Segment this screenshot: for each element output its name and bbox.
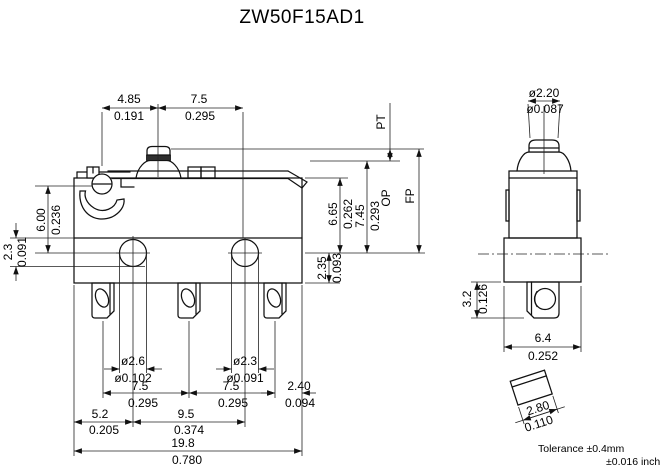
dim-overall-width-inch: 0.780: [172, 453, 202, 467]
dim-terminal-length: 3.2 0.126: [460, 281, 524, 319]
dim-pivot-to-plunger-inch: 0.191: [114, 109, 144, 123]
dim-right: 6.65 0.262 7.45 0.293 OP 2.35 0.093 PT F…: [171, 103, 425, 284]
leaf-spring-curl: [79, 190, 125, 220]
dim-top: 4.85 0.191 7.5 0.295: [101, 92, 244, 238]
tolerance-note: Tolerance ±0.4mm ±0.016 inch: [538, 443, 660, 468]
lever-clamp-2: [200, 166, 216, 179]
dim-body-depth-mm: 6.4: [535, 331, 552, 345]
lever-clamp-1: [187, 166, 202, 179]
side-latch-left: [505, 189, 510, 222]
terminal-2-hole: [180, 288, 196, 308]
dim-hole2-dia-inch: ø0.091: [226, 371, 264, 385]
dim-left: 6.00 0.236 2.3 0.091: [1, 185, 145, 281]
drawing-title: ZW50F15AD1: [239, 7, 364, 28]
side-terminal-hole: [533, 287, 557, 311]
dim-pivot-to-plunger-mm: 4.85: [117, 92, 141, 106]
dim-terminal-pitch2-mm: 7.5: [223, 379, 240, 393]
dim-edge-to-hole1-mm: 5.2: [92, 407, 109, 421]
dim-datum-to-bottom-mm: 2.35: [315, 256, 329, 280]
pivot-notch: [120, 178, 135, 188]
plunger: [135, 145, 182, 179]
dim-body-top-to-datum-inch: 0.262: [341, 199, 355, 229]
dim-datum-to-bottom-inch: 0.093: [330, 253, 344, 283]
dim-pretravel-label: PT: [374, 114, 388, 130]
terminals: [91, 282, 287, 319]
dim-free-position-label: FP: [403, 188, 417, 203]
terminal-section-outline: [509, 369, 553, 406]
dim-overall-width-mm: 19.8: [171, 436, 195, 450]
dim-hole2-dia-mm: ø2.3: [233, 354, 257, 368]
side-lower-body: [503, 237, 582, 283]
dim-terminal-pitch2-inch: 0.295: [218, 396, 248, 410]
side-body: [478, 106, 608, 319]
dim-plunger-dia-inch: ø0.087: [526, 102, 564, 116]
dim-hole-to-hole-mm: 9.5: [178, 407, 195, 421]
dim-terminal-pitch1-inch: 0.295: [128, 396, 158, 410]
dim-plunger-dia: ø2.20 ø0.087: [526, 86, 564, 139]
terminal-3: [263, 282, 287, 319]
dim-terminal-pitch1-mm: 7.5: [132, 379, 149, 393]
dim-step-to-hole-mm: 2.3: [1, 243, 15, 260]
terminal-1-hole: [94, 288, 110, 308]
dim-hole1-dia-mm: ø2.6: [121, 354, 145, 368]
dim-bottom: ø2.6 ø0.102 ø2.3 ø0.091 7.5 0.295 7.5 0.…: [73, 236, 316, 467]
front-view-dimensions: 4.85 0.191 7.5 0.295 6.00 0.236 2.3 0.09…: [1, 92, 425, 467]
side-terminal: [526, 281, 560, 319]
plunger-seal-band: [146, 154, 171, 161]
hinge-assembly: [79, 166, 125, 220]
side-upper-body: [508, 170, 578, 239]
terminal-1: [91, 282, 115, 319]
dim-plunger-to-hole-inch: 0.295: [185, 109, 215, 123]
dim-terminal-to-edge-inch: 0.094: [285, 396, 315, 410]
dim-body-depth: 6.4 0.252: [503, 286, 582, 363]
dim-hole-to-hole-inch: 0.374: [174, 423, 204, 437]
side-latch-right: [576, 189, 581, 222]
terminal-2: [177, 282, 201, 319]
dim-op-mm: 7.45: [353, 204, 367, 228]
dim-body-depth-inch: 0.252: [528, 349, 558, 363]
dim-plunger-to-hole-mm: 7.5: [191, 92, 208, 106]
dim-terminal-length-inch: 0.126: [476, 284, 490, 314]
dim-terminal-length-mm: 3.2: [460, 290, 474, 307]
dim-hole1-dia-inch: ø0.102: [114, 371, 152, 385]
front-view: [73, 145, 308, 319]
tolerance-mm-text: Tolerance ±0.4mm: [538, 443, 625, 455]
dim-terminal-width-mm: 2.80: [525, 398, 552, 419]
terminal-section-detail: 2.80 0.110: [509, 369, 565, 435]
terminal-3-hole: [266, 288, 282, 308]
dim-hinge-height-mm: 6.00: [34, 208, 48, 232]
dim-hinge-height-inch: 0.236: [49, 205, 63, 235]
side-view: ø2.20 ø0.087 3.2 0.126 6.4 0.252: [460, 86, 608, 435]
plunger-cap: [146, 145, 171, 156]
dim-plunger-dia-mm: ø2.20: [529, 86, 560, 100]
plunger-dome: [135, 159, 182, 179]
dim-terminal-to-edge-mm: 2.40: [287, 379, 311, 393]
dim-body-top-to-datum-mm: 6.65: [326, 202, 340, 226]
dim-op-inch: 0.293: [368, 201, 382, 231]
dim-op-label: OP: [379, 189, 393, 206]
tolerance-inch-text: ±0.016 inch: [606, 456, 660, 468]
dim-edge-to-hole1-inch: 0.205: [89, 423, 119, 437]
dim-step-to-hole-inch: 0.091: [15, 237, 29, 267]
